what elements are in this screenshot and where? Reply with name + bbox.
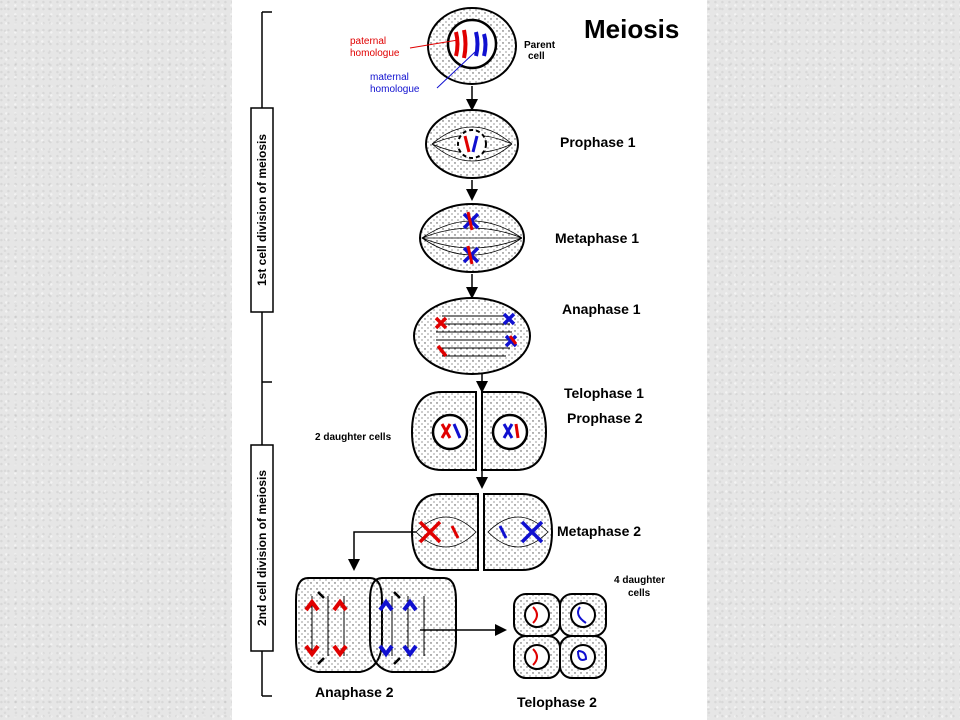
maternal-label-2: homologue	[370, 84, 420, 95]
telophase2-label: Telophase 2	[517, 694, 597, 710]
telophase1-label: Telophase 1	[564, 385, 644, 401]
first-division-label: 1st cell division of meiosis	[255, 134, 269, 286]
metaphase1-label: Metaphase 1	[555, 230, 639, 246]
anaphase2-label: Anaphase 2	[315, 684, 394, 700]
anaphase2-cells	[295, 577, 457, 673]
division-bracket-2: 2nd cell division of meiosis	[250, 382, 274, 697]
metaphase2-label: Metaphase 2	[557, 523, 641, 539]
parent-cell	[427, 7, 517, 85]
four-daughter-label-2: cells	[628, 588, 651, 599]
second-division-label: 2nd cell division of meiosis	[255, 470, 269, 626]
paternal-label-2: homologue	[350, 48, 400, 59]
four-daughter-label-1: 4 daughter	[614, 575, 665, 586]
anaphase1-label: Anaphase 1	[562, 301, 641, 317]
parent-label-1: Parent	[524, 40, 556, 51]
anaphase1-cell	[413, 297, 531, 375]
prophase1-cell	[425, 109, 519, 179]
division-bracket-1: 1st cell division of meiosis	[250, 11, 274, 383]
diagram-panel: 1st cell division of meiosis 2nd cell di…	[232, 0, 707, 720]
arrow-6	[348, 531, 416, 571]
meiosis-diagram: 1st cell division of meiosis 2nd cell di…	[250, 7, 679, 710]
metaphase2-cells	[410, 493, 554, 571]
paternal-label-1: paternal	[350, 36, 386, 47]
two-daughter-cells-label: 2 daughter cells	[315, 432, 392, 443]
maternal-label-1: maternal	[370, 72, 409, 83]
parent-label-2: cell	[528, 51, 545, 62]
telophase1-cells	[410, 391, 548, 471]
telophase2-cells	[513, 593, 607, 679]
diagram-title: Meiosis	[584, 14, 679, 44]
prophase2-label: Prophase 2	[567, 410, 643, 426]
metaphase1-cell	[419, 203, 525, 273]
prophase1-label: Prophase 1	[560, 134, 636, 150]
